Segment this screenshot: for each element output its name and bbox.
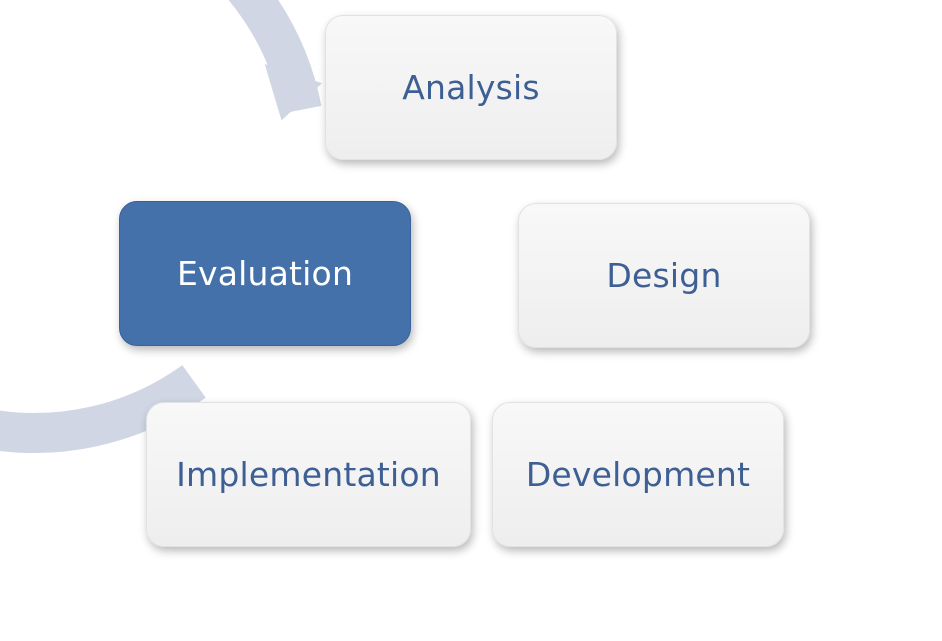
phase-implementation-label: Implementation bbox=[176, 455, 441, 494]
phase-analysis: Analysis bbox=[325, 15, 617, 160]
phase-development-label: Development bbox=[525, 455, 751, 494]
phase-analysis-label: Analysis bbox=[402, 68, 540, 107]
cycle-arrowhead bbox=[264, 64, 322, 121]
phase-implementation: Implementation bbox=[146, 402, 471, 547]
phase-design: Design bbox=[518, 203, 810, 348]
phase-development: Development bbox=[492, 402, 784, 547]
phase-evaluation-label: Evaluation bbox=[176, 254, 354, 293]
phase-evaluation: Evaluation bbox=[119, 201, 411, 346]
phase-design-label: Design bbox=[606, 256, 722, 295]
